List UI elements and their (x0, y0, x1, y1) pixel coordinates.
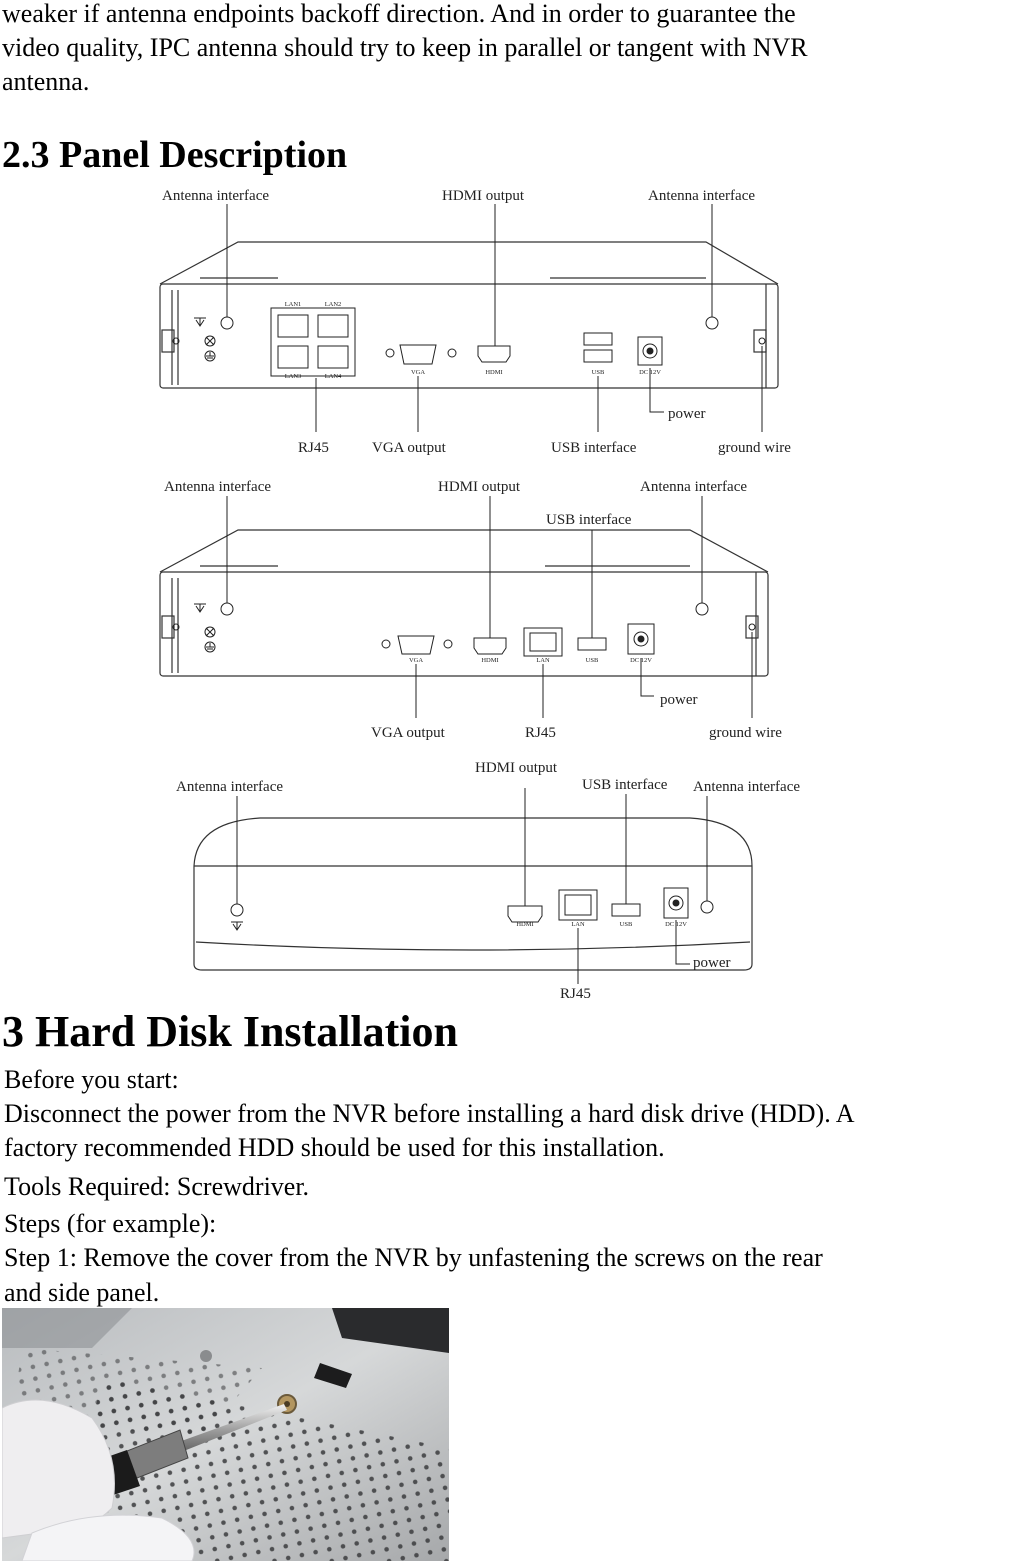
panel-diagram-1: LAN1 LAN2 LAN3 LAN4 VGA HDMI USB DC 12V … (159, 188, 791, 456)
label-usb-interface: USB interface (551, 440, 637, 456)
step-1-line-2: and side panel. (4, 1278, 160, 1307)
label-ground-wire: ground wire (718, 440, 791, 456)
label-antenna-interface-left: Antenna interface (164, 479, 271, 495)
label-hdmi-output: HDMI output (438, 479, 521, 495)
label-power: power (693, 955, 731, 971)
label-power: power (668, 406, 706, 422)
panel-vga-label: VGA (409, 657, 423, 664)
label-hdmi-output: HDMI output (475, 760, 558, 776)
steps-heading: Steps (for example): (4, 1209, 217, 1238)
label-antenna-interface-right: Antenna interface (693, 779, 800, 795)
intro-line-3: antenna. (2, 67, 90, 96)
label-antenna-interface-left: Antenna interface (176, 779, 283, 795)
panel-hdmi-label: HDMI (481, 657, 498, 664)
step-1-line-1: Step 1: Remove the cover from the NVR by… (4, 1243, 823, 1272)
panel-diagram-2: VGA HDMI LAN USB DC 12V Antenna interfac… (159, 479, 782, 741)
panel-usb-label: USB (620, 921, 633, 928)
section-title-hard-disk-installation: 3 Hard Disk Installation (2, 1007, 458, 1056)
label-hdmi-output: HDMI output (442, 188, 525, 204)
label-antenna-interface-right: Antenna interface (640, 479, 747, 495)
label-usb-interface: USB interface (582, 777, 668, 793)
panel-vga-label: VGA (411, 369, 425, 376)
panel-hdmi-label: HDMI (516, 921, 533, 928)
label-rj45: RJ45 (560, 986, 591, 1002)
label-antenna-interface-left: Antenna interface (162, 188, 269, 204)
panel-lan2-label: LAN2 (325, 301, 342, 308)
panel-diagram-3: HDMI LAN USB DC 12V Antenna interface HD… (176, 760, 800, 1002)
label-rj45: RJ45 (298, 440, 329, 456)
panel-usb-label: USB (586, 657, 599, 664)
disconnect-line-2: factory recommended HDD should be used f… (4, 1133, 665, 1162)
panel-lan-label: LAN (571, 921, 585, 928)
tools-required: Tools Required: Screwdriver. (4, 1172, 310, 1201)
intro-line-2: video quality, IPC antenna should try to… (2, 33, 808, 62)
label-usb-interface: USB interface (546, 512, 632, 528)
panel-lan3-label: LAN3 (285, 373, 302, 380)
section-title-panel-description: 2.3 Panel Description (2, 134, 348, 176)
panel-lan4-label: LAN4 (325, 373, 342, 380)
label-power: power (660, 692, 698, 708)
disconnect-line-1: Disconnect the power from the NVR before… (4, 1099, 855, 1128)
label-antenna-interface-right: Antenna interface (648, 188, 755, 204)
panel-lan1-label: LAN1 (285, 301, 302, 308)
label-rj45: RJ45 (525, 725, 556, 741)
panel-hdmi-label: HDMI (485, 369, 502, 376)
panel-usb-label: USB (592, 369, 605, 376)
label-vga-output: VGA output (372, 440, 447, 456)
intro-line-1: weaker if antenna endpoints backoff dire… (2, 0, 796, 28)
label-ground-wire: ground wire (709, 725, 782, 741)
before-you-start: Before you start: (4, 1065, 179, 1094)
screwdriver-photo (2, 1308, 449, 1561)
panel-lan-label: LAN (536, 657, 550, 664)
label-vga-output: VGA output (371, 725, 446, 741)
